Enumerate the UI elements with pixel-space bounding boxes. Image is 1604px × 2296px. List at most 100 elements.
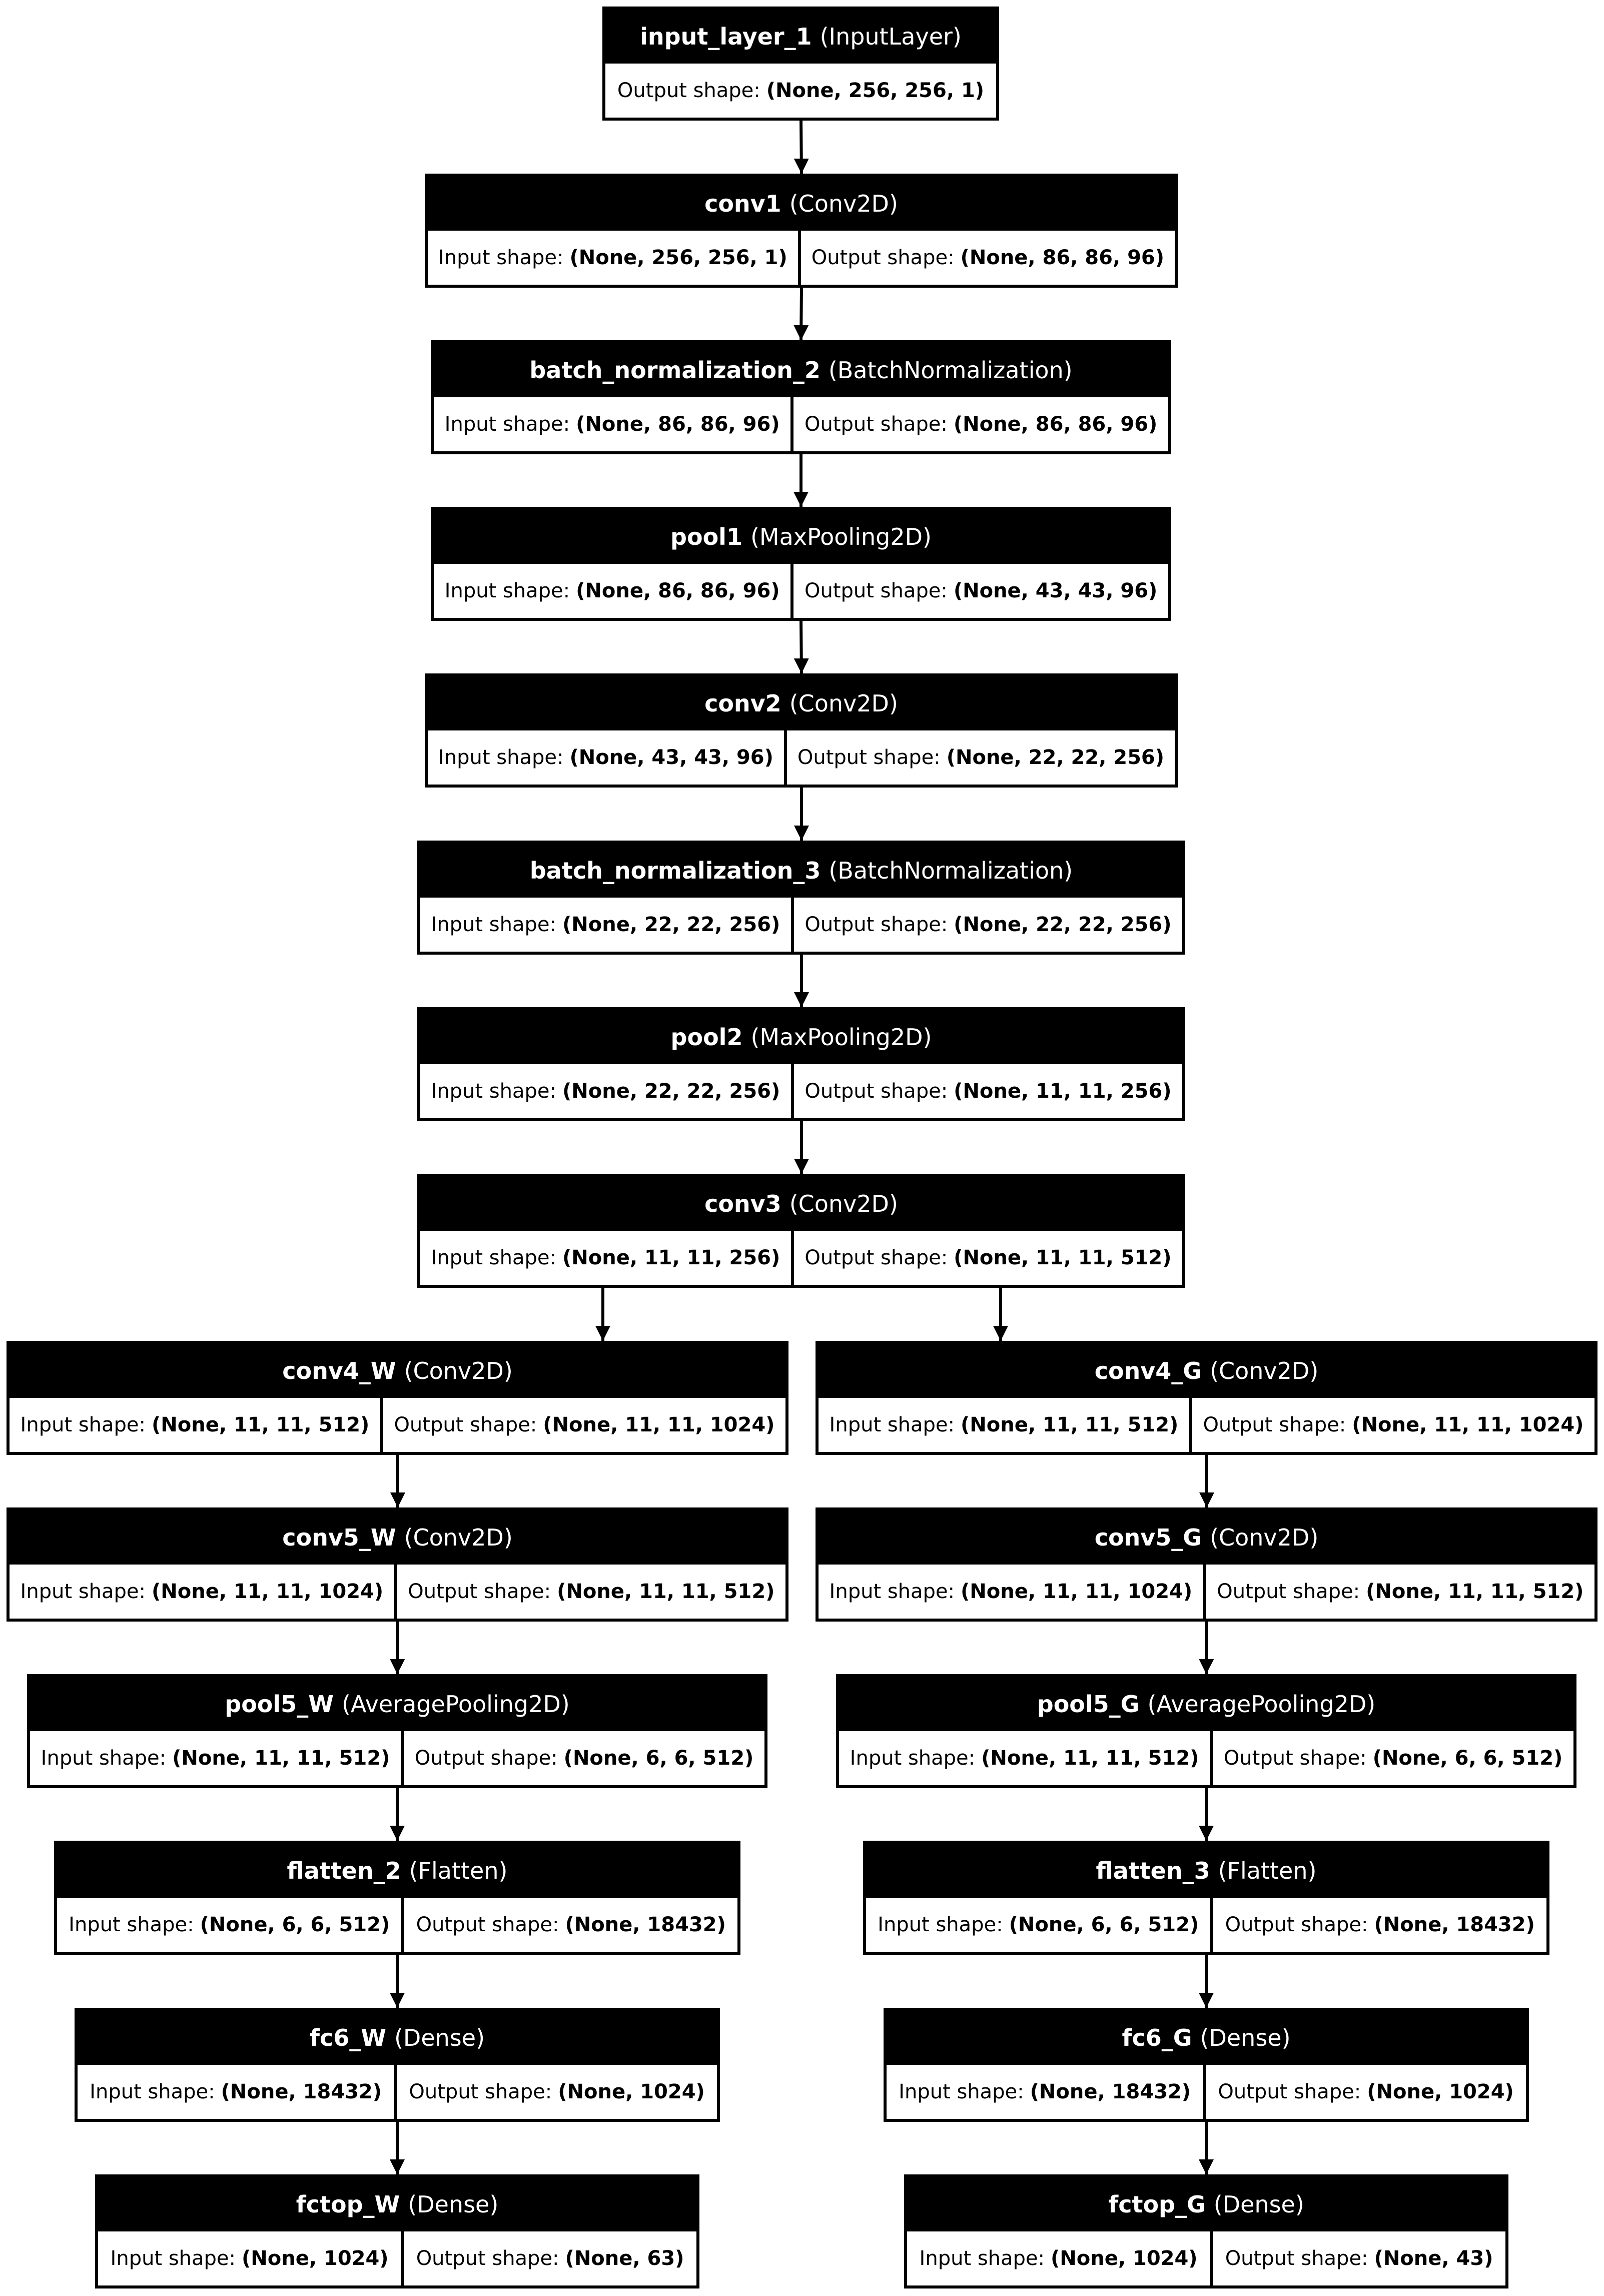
output-shape-value: (None, 86, 86, 96) [953, 413, 1158, 436]
output-shape-value: (None, 63) [565, 2247, 684, 2270]
layer-name: batch_normalization_3 [529, 857, 821, 884]
layer-header: flatten_2(Flatten) [57, 1844, 737, 1898]
layer-node-conv5-g: conv5_G(Conv2D) Input shape: (None, 11, 11… [816, 1507, 1597, 1622]
input-shape-label: Input shape: [90, 2080, 215, 2103]
layer-header: conv5_W(Conv2D) [10, 1510, 785, 1565]
output-shape-value: (None, 1024) [558, 2080, 705, 2103]
input-shape-label: Input shape: [829, 1580, 955, 1603]
input-shape-cell: Input shape: (None, 22, 22, 256) [420, 1064, 791, 1118]
output-shape-cell: Output shape:(None, 11, 11, 256) [790, 1064, 1182, 1118]
input-shape-value: (None, 18432) [1030, 2080, 1191, 2103]
layer-type: (Conv2D) [789, 1190, 898, 1217]
layer-node-conv2: conv2(Conv2D)Input shape:(None, 43, 43, … [425, 673, 1178, 788]
output-shape-label: Output shape: [1223, 1747, 1367, 1770]
edge-conv5-g-to-pool5-g [1199, 1621, 1214, 1675]
layer-node-flatten-2: flatten_2(Flatten) Input shape: (None, 6, … [54, 1841, 740, 1955]
layer-header: conv4_W(Conv2D) [10, 1344, 785, 1398]
layer-header: conv1 (Conv2D) [428, 177, 1175, 231]
input-shape-value: (None, 11, 11, 512) [961, 1413, 1179, 1436]
layer-node-flatten-3: flatten_3(Flatten)Input shape:(None, 6, … [863, 1841, 1549, 1955]
layer-type: (AveragePooling2D) [341, 1691, 570, 1718]
layer-type: (Conv2D) [404, 1524, 513, 1551]
layer-node-conv5-w: conv5_W(Conv2D)Input shape:(None, 11, 11… [7, 1507, 788, 1622]
input-shape-value: (None, 11, 11, 1024) [961, 1580, 1193, 1603]
layer-type: (Dense) [1213, 2191, 1304, 2218]
input-shape-cell: Input shape:(None, 11, 11, 512) [839, 1731, 1210, 1785]
output-shape-cell: Output shape: (None, 63) [401, 2231, 696, 2285]
input-shape-cell: Input shape: (None, 22, 22, 256) [420, 898, 791, 952]
input-shape-label: Input shape: [438, 746, 564, 769]
output-shape-label: Output shape: [414, 1747, 558, 1770]
output-shape-value: (None, 1024) [1367, 2080, 1514, 2103]
input-shape-value: (None, 1024) [242, 2247, 389, 2270]
shape-row: Input shape:(None, 11, 11, 512) Output sh… [30, 1731, 764, 1785]
output-shape-value: (None, 22, 22, 256) [954, 913, 1172, 936]
input-shape-cell: Input shape:(None, 86, 86, 96) [434, 564, 790, 618]
layer-node-conv4-w: conv4_W(Conv2D)Input shape:(None, 11, 11… [7, 1341, 788, 1455]
input-shape-value: (None, 6, 6, 512) [200, 1913, 390, 1936]
layer-node-fc6-w: fc6_W(Dense)Input shape:(None, 18432)Out… [75, 2008, 720, 2122]
input-shape-label: Input shape: [431, 1246, 556, 1269]
input-shape-label: Input shape: [69, 1913, 194, 1936]
shape-row: Input shape:(None, 11, 11, 1024)Output s… [10, 1565, 785, 1619]
layer-name: flatten_3 [1096, 1857, 1210, 1884]
input-shape-value: (None, 22, 22, 256) [562, 913, 780, 936]
layer-header: conv5_G(Conv2D) [819, 1510, 1594, 1565]
layer-header: pool2(MaxPooling2D) [420, 1010, 1182, 1064]
input-shape-value: (None, 11, 11, 1024) [152, 1580, 384, 1603]
layer-header: pool5_G(AveragePooling2D) [839, 1677, 1573, 1731]
input-shape-label: Input shape: [431, 913, 556, 936]
output-shape-cell: Output shape:(None, 43) [1210, 2231, 1505, 2285]
input-shape-cell: Input shape:(None, 86, 86, 96) [434, 397, 790, 451]
output-shape-label: Output shape: [1225, 2247, 1368, 2270]
shape-row: Input shape:(None, 1024) Output shape: (No… [98, 2231, 696, 2285]
input-shape-value: (None, 22, 22, 256) [562, 1080, 780, 1103]
output-shape-value: (None, 86, 86, 96) [960, 246, 1165, 269]
input-shape-value: (None, 43, 43, 96) [569, 746, 773, 769]
input-shape-cell: Input shape:(None, 11, 11, 512) [30, 1731, 401, 1785]
output-shape-cell: Output shape:(None, 22, 22, 256) [790, 898, 1182, 952]
output-shape-cell: Output shape:(None, 6, 6, 512) [1210, 1731, 1573, 1785]
output-shape-value: (None, 18432) [565, 1913, 726, 1936]
input-shape-label: Input shape: [438, 246, 564, 269]
shape-row: Input shape:(None, 18432)Output shape:(N… [887, 2065, 1526, 2119]
layer-header: fctop_W(Dense) [98, 2177, 696, 2231]
layer-type: (Conv2D) [1210, 1357, 1319, 1384]
output-shape-cell: Output shape:(None, 43, 43, 96) [790, 564, 1168, 618]
output-shape-label: Output shape: [1203, 1413, 1346, 1436]
layer-node-batch-normalization-3: batch_normalization_3(BatchNormalization… [417, 841, 1185, 955]
shape-row: Input shape:(None, 6, 6, 512)Output shap… [57, 1898, 737, 1952]
layer-node-conv4-g: conv4_G(Conv2D)Input shape:(None, 11, 11… [816, 1341, 1597, 1455]
shape-row: Input shape:(None, 22, 22, 256)Output sh… [420, 898, 1182, 952]
layer-name: conv3 [704, 1190, 781, 1217]
output-shape-value: (None, 11, 11, 512) [557, 1580, 775, 1603]
input-shape-label: Input shape: [431, 1080, 556, 1103]
output-shape-label: Output shape: [805, 1246, 948, 1269]
shape-row: Input shape: (None, 22, 22, 256) Output sh… [420, 1064, 1182, 1118]
output-shape-label: Output shape: [416, 2247, 559, 2270]
layer-name: conv5_G [1094, 1524, 1202, 1551]
output-shape-value: (None, 6, 6, 512) [1372, 1747, 1563, 1770]
output-shape-cell: Output shape:(None, 18432) [1210, 1898, 1546, 1952]
input-shape-label: Input shape: [899, 2080, 1024, 2103]
shape-row: Input shape:(None, 86, 86, 96) Output sha… [434, 397, 1168, 451]
input-shape-value: (None, 86, 86, 96) [576, 579, 780, 602]
output-shape-cell: Output shape:(None, 22, 22, 256) [783, 730, 1175, 785]
input-shape-value: (None, 11, 11, 512) [152, 1413, 370, 1436]
output-shape-value: (None, 11, 11, 256) [954, 1080, 1172, 1103]
layer-node-pool5-w: pool5_W(AveragePooling2D)Input shape:(No… [27, 1674, 767, 1788]
shape-row: Input shape:(None, 11, 11, 512)Output sh… [10, 1398, 785, 1452]
output-shape-label: Output shape: [804, 413, 948, 436]
layer-node-conv1: conv1(Conv2D)Input shape:(None, 256, 256… [425, 174, 1178, 288]
layer-name: pool5_G [1037, 1691, 1140, 1718]
layer-node-fctop-w: fctop_W(Dense)Input shape:(None, 1024)Ou… [95, 2174, 699, 2288]
layer-type: (Conv2D) [789, 190, 898, 217]
output-shape-label: Output shape: [617, 79, 760, 102]
input-shape-cell: Input shape:(None, 1024) [98, 2231, 401, 2285]
layer-name: conv1 [704, 190, 781, 217]
shape-row: Input shape:(None, 18432)Output shape:(N… [78, 2065, 717, 2119]
input-shape-value: (None, 1024) [1051, 2247, 1198, 2270]
input-shape-cell: Input shape:(None, 11, 11, 512) [819, 1398, 1189, 1452]
shape-row: Input shape:(None, 86, 86, 96)Output sha… [434, 564, 1168, 618]
layer-name: batch_normalization_2 [529, 357, 821, 384]
